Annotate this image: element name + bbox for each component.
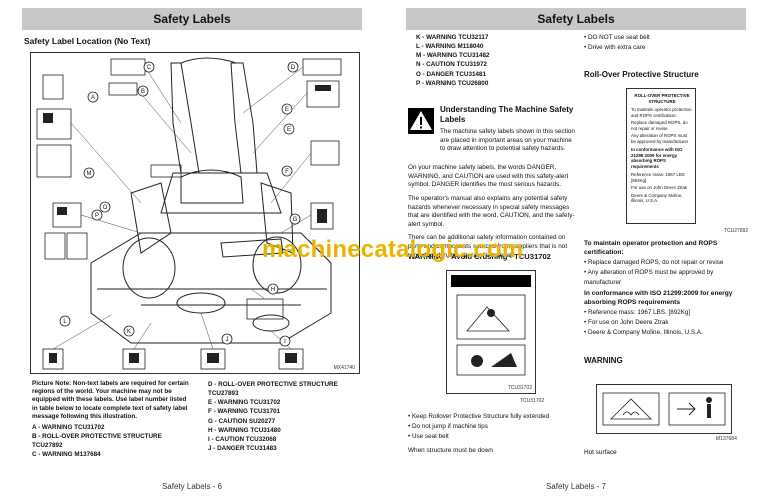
- rops-title: Roll-Over Protective Structure: [584, 70, 699, 79]
- understanding-para-1: The machine safety labels shown in this …: [440, 128, 576, 159]
- paragraph: The operator's manual also explains any …: [408, 194, 575, 228]
- bullet-item: Any alteration of ROPS must be approved …: [584, 268, 750, 288]
- label-item: O - DANGER TCU31481: [416, 70, 486, 78]
- right-page: Safety Labels Safety Labels - 7: [384, 0, 768, 497]
- label-list-col2: D - ROLL-OVER PROTECTIVE STRUCTURE TCU27…: [208, 380, 358, 453]
- left-page-header: Safety Labels: [22, 8, 362, 30]
- label-list-cont: K - WARNING TCU32117 L - WARNING M118040…: [416, 33, 576, 88]
- label-item: F - WARNING TCU31701: [208, 408, 281, 416]
- paragraph: On your machine safety labels, the words…: [408, 164, 569, 189]
- top-bullets: DO NOT use seat belt Drive with extra ca…: [584, 33, 750, 53]
- warning-title: WARNING: [584, 356, 623, 365]
- avoid-crushing-title: WARNING - Avoid Crushing - TCU31702: [408, 252, 551, 261]
- hot-surface-text: Hot surface: [584, 449, 617, 456]
- avoid-crushing-decal: TCU31702: [446, 270, 536, 394]
- callout-l: L: [63, 319, 67, 325]
- label-item: G - CAUTION SU20277: [208, 417, 276, 425]
- callout-p: P: [95, 213, 99, 219]
- maintain-bullets: Replace damaged ROPS, do not repair or r…: [584, 258, 750, 287]
- rops-decal-intro: To maintain operator protection and ROPS…: [631, 107, 692, 118]
- label-item: J - DANGER TCU31483: [208, 444, 277, 452]
- callout-c: C: [147, 65, 152, 71]
- rops-decal-item: Any alteration of ROPS must be approved …: [631, 133, 689, 144]
- illustration-code: MX41740: [333, 365, 355, 371]
- mower-drawing: C B A D E E F M P G O L K J I H: [36, 57, 342, 370]
- decal-inner-code: TCU31702: [507, 385, 532, 391]
- label-item: A - WARNING TCU31702: [32, 424, 105, 431]
- paragraph: The machine safety labels shown in this …: [440, 128, 575, 153]
- paragraph: There can be additional safety informati…: [408, 234, 568, 259]
- picture-note: Picture Note: Non-text labels are requir…: [32, 380, 189, 420]
- callout-a: A: [91, 95, 95, 101]
- bullet-item: Reference mass: 1967 LBS. [892Kg]: [584, 308, 750, 318]
- hot-surface-decal-code: M137684: [716, 436, 737, 442]
- bullet-item: Use seat belt: [408, 432, 576, 442]
- label-item: C - WARNING M137684: [32, 451, 101, 459]
- callout-e: E: [285, 107, 289, 113]
- label-item: B - ROLL-OVER PROTECTIVE STRUCTURE TCU27…: [32, 433, 162, 450]
- bullet-item: Deere & Company Moline, Illinois, U.S.A.: [584, 328, 750, 338]
- label-item: K - WARNING TCU32117: [416, 34, 489, 41]
- label-item: M - WARNING TCU31482: [416, 52, 490, 60]
- bullet-item: For use on John Deere Ztrak: [584, 318, 750, 328]
- rops-decal-conformance: In conformance with ISO 21299:2009 for e…: [631, 147, 683, 169]
- label-item: E - WARNING TCU31702: [208, 399, 281, 407]
- rops-decal: ROLL-OVER PROTECTIVE STRUCTURE To mainta…: [626, 88, 696, 224]
- callout-f: F: [285, 169, 289, 175]
- callout-o: O: [103, 205, 108, 211]
- rops-decal-item: Replace damaged ROPS, do not repair or r…: [631, 120, 688, 131]
- watermark-text: machinecatalogic.com: [262, 236, 524, 263]
- understanding-title: Understanding The Machine Safety Labels: [440, 105, 574, 124]
- conformance-bullets: Reference mass: 1967 LBS. [892Kg] For us…: [584, 308, 750, 337]
- maintain-title: To maintain operator protection and ROPS…: [584, 240, 718, 256]
- callout-k: K: [127, 329, 131, 335]
- hot-surface-decal: [596, 384, 732, 434]
- label-item: D - ROLL-OVER PROTECTIVE STRUCTURE TCU27…: [208, 381, 338, 398]
- bullet-item: Do not jump if machine tips: [408, 422, 576, 432]
- callout-g: G: [293, 217, 298, 223]
- rops-decal-maker: Deere & Company Moline, Illinois, U.S.A.: [631, 192, 683, 204]
- bullet-item: DO NOT use seat belt: [584, 33, 750, 43]
- callout-h: H: [271, 287, 275, 293]
- rops-decal-text: ROLL-OVER PROTECTIVE STRUCTURE To mainta…: [631, 93, 693, 204]
- safety-alert-icon: [408, 108, 434, 134]
- label-item: N - CAUTION TCU31972: [416, 61, 488, 69]
- rops-decal-heading: ROLL-OVER PROTECTIVE STRUCTURE: [634, 93, 690, 104]
- bullet-item: Drive with extra care: [584, 43, 750, 53]
- right-page-header: Safety Labels: [406, 8, 746, 30]
- callout-j: J: [226, 337, 229, 343]
- callout-b: B: [141, 89, 145, 95]
- left-page: Safety Labels Safety Label Location (No …: [22, 8, 362, 491]
- mower-illustration: C B A D E E F M P G O L K J I H: [30, 52, 360, 374]
- label-item: H - WARNING TCU31480: [208, 426, 281, 434]
- label-item: I - CAUTION TCU32068: [208, 435, 277, 443]
- callout-d: D: [291, 65, 296, 71]
- avoid-decal-code: TCU31702: [520, 398, 545, 404]
- understanding-paras: On your machine safety labels, the words…: [408, 164, 576, 265]
- bullet-item: Keep Rollover Protective Structure fully…: [408, 412, 576, 422]
- rops-decal-code: TCU27892: [724, 228, 749, 234]
- rops-decal-mass: Reference mass: 1967 LBS [892Kg]: [631, 172, 685, 183]
- section-title-label-location: Safety Label Location (No Text): [24, 36, 151, 46]
- bullet-item: Replace damaged ROPS, do not repair or r…: [584, 258, 750, 268]
- left-page-footer: Safety Labels - 6: [161, 482, 223, 491]
- callout-m: M: [87, 171, 92, 177]
- label-list-col1: A - WARNING TCU31702 B - ROLL-OVER PROTE…: [32, 423, 192, 460]
- avoid-bullets: Keep Rollover Protective Structure fully…: [408, 412, 576, 441]
- callout-e2: E: [287, 127, 291, 133]
- right-page-footer: Safety Labels - 7: [545, 482, 607, 491]
- label-item: L - WARNING M118040: [416, 43, 484, 51]
- rops-decal-use: For use on John Deere Ztrak: [631, 185, 688, 190]
- conformance-title: In conformance with ISO 21299:2009 for e…: [584, 290, 733, 306]
- avoid-closing: When structure must be down: [408, 447, 493, 454]
- callout-i: I: [284, 339, 286, 345]
- label-item: P - WARNING TCU26800: [416, 79, 489, 87]
